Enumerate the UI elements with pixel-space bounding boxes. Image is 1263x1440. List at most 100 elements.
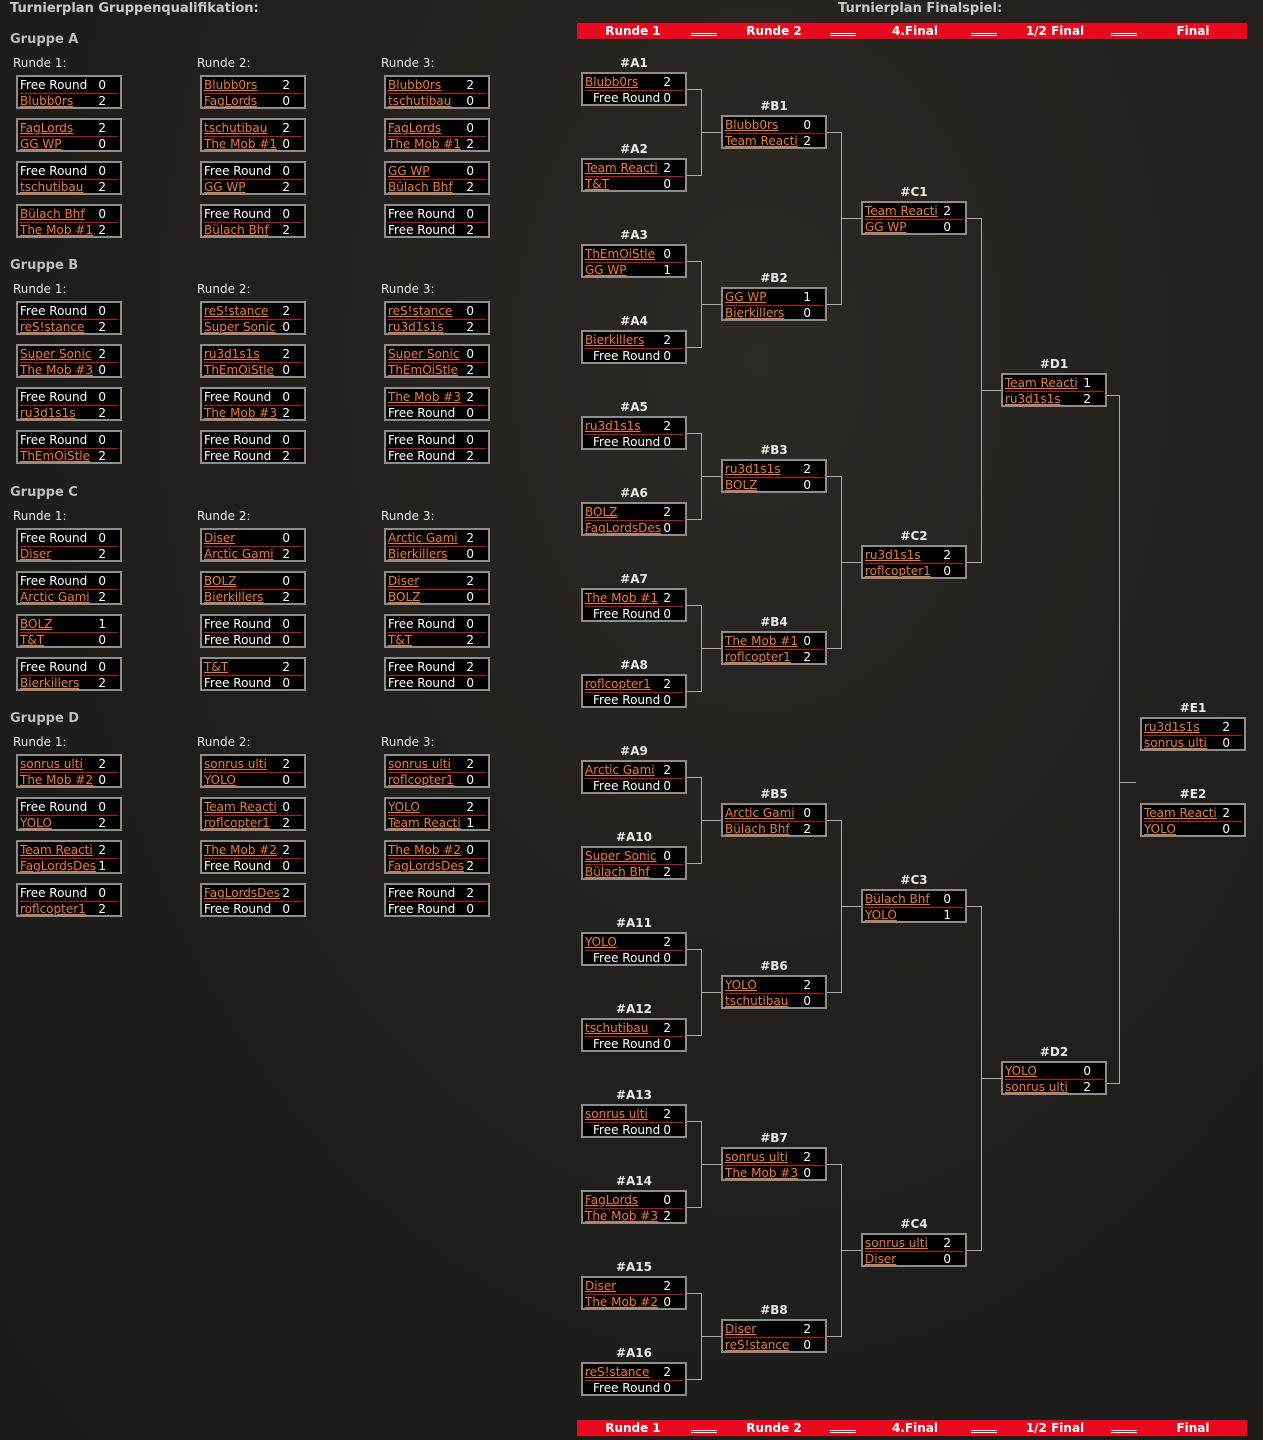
team-link[interactable]: BOLZ bbox=[585, 505, 618, 519]
team-link[interactable]: GG WP bbox=[204, 180, 246, 194]
team-link[interactable]: ThEmOiStle bbox=[204, 363, 275, 377]
team-link[interactable]: The Mob #1 bbox=[585, 591, 658, 605]
team-link[interactable]: sonrus ulti bbox=[725, 1150, 788, 1164]
team-link[interactable]: Diser bbox=[20, 547, 52, 561]
team-link[interactable]: reS!stance bbox=[585, 1365, 650, 1379]
team-link[interactable]: GG WP bbox=[20, 137, 62, 151]
team-link[interactable]: Arctic Gami bbox=[388, 531, 458, 545]
team-link[interactable]: T&T bbox=[585, 177, 610, 191]
team-link[interactable]: Blubb0rs bbox=[20, 94, 74, 108]
team-link[interactable]: Team Reacti bbox=[204, 800, 277, 814]
team-link[interactable]: Blubb0rs bbox=[725, 118, 779, 132]
team-link[interactable]: YOLO bbox=[388, 800, 420, 814]
team-link[interactable]: Team Reacti bbox=[388, 816, 461, 830]
team-link[interactable]: Super Sonic bbox=[388, 347, 460, 361]
team-link[interactable]: The Mob #1 bbox=[388, 137, 461, 151]
team-link[interactable]: YOLO bbox=[1144, 822, 1176, 836]
team-link[interactable]: Arctic Gami bbox=[20, 590, 90, 604]
team-link[interactable]: Super Sonic bbox=[585, 849, 657, 863]
team-link[interactable]: Diser bbox=[865, 1252, 897, 1266]
team-link[interactable]: sonrus ulti bbox=[865, 1236, 928, 1250]
team-link[interactable]: GG WP bbox=[585, 263, 627, 277]
team-link[interactable]: Arctic Gami bbox=[585, 763, 655, 777]
team-link[interactable]: Bierkillers bbox=[388, 547, 448, 561]
team-link[interactable]: ru3d1s1s bbox=[865, 548, 921, 562]
team-link[interactable]: FagLords bbox=[20, 121, 74, 135]
team-link[interactable]: FagLordsDes bbox=[204, 886, 281, 900]
team-link[interactable]: Super Sonic bbox=[204, 320, 276, 334]
team-link[interactable]: reS!stance bbox=[725, 1338, 790, 1352]
team-link[interactable]: GG WP bbox=[388, 164, 430, 178]
team-link[interactable]: sonrus ulti bbox=[1144, 736, 1207, 750]
team-link[interactable]: sonrus ulti bbox=[1005, 1080, 1068, 1094]
team-link[interactable]: ThEmOiStle bbox=[585, 247, 656, 261]
team-link[interactable]: tschutibau bbox=[20, 180, 84, 194]
team-link[interactable]: The Mob #1 bbox=[20, 223, 93, 237]
team-link[interactable]: Arctic Gami bbox=[725, 806, 795, 820]
team-link[interactable]: tschutibau bbox=[204, 121, 268, 135]
team-link[interactable]: YOLO bbox=[1005, 1064, 1037, 1078]
team-link[interactable]: roflcopter1 bbox=[865, 564, 931, 578]
team-link[interactable]: Blubb0rs bbox=[585, 75, 639, 89]
team-link[interactable]: T&T bbox=[20, 633, 45, 647]
team-link[interactable]: The Mob #2 bbox=[204, 843, 277, 857]
team-link[interactable]: Team Reacti bbox=[1144, 806, 1217, 820]
team-link[interactable]: Arctic Gami bbox=[204, 547, 274, 561]
team-link[interactable]: The Mob #3 bbox=[585, 1209, 658, 1223]
team-link[interactable]: FagLordsDes bbox=[585, 521, 662, 535]
team-link[interactable]: Team Reacti bbox=[865, 204, 938, 218]
team-link[interactable]: Bülach Bhf bbox=[388, 180, 453, 194]
team-link[interactable]: Blubb0rs bbox=[388, 78, 442, 92]
team-link[interactable]: sonrus ulti bbox=[585, 1107, 648, 1121]
team-link[interactable]: ru3d1s1s bbox=[204, 347, 260, 361]
team-link[interactable]: Diser bbox=[204, 531, 236, 545]
team-link[interactable]: YOLO bbox=[725, 978, 757, 992]
team-link[interactable]: ru3d1s1s bbox=[725, 462, 781, 476]
team-link[interactable]: roflcopter1 bbox=[20, 902, 86, 916]
team-link[interactable]: ru3d1s1s bbox=[1144, 720, 1200, 734]
team-link[interactable]: Team Reacti bbox=[1005, 376, 1078, 390]
team-link[interactable]: FagLords bbox=[585, 1193, 639, 1207]
team-link[interactable]: Team Reacti bbox=[725, 134, 798, 148]
team-link[interactable]: ru3d1s1s bbox=[20, 406, 76, 420]
team-link[interactable]: The Mob #1 bbox=[204, 137, 277, 151]
team-link[interactable]: reS!stance bbox=[204, 304, 269, 318]
team-link[interactable]: Bülach Bhf bbox=[865, 892, 930, 906]
team-link[interactable]: T&T bbox=[204, 660, 229, 674]
team-link[interactable]: sonrus ulti bbox=[20, 757, 83, 771]
team-link[interactable]: Bierkillers bbox=[20, 676, 80, 690]
team-link[interactable]: Bierkillers bbox=[585, 333, 645, 347]
team-link[interactable]: Diser bbox=[585, 1279, 617, 1293]
team-link[interactable]: YOLO bbox=[865, 908, 897, 922]
team-link[interactable]: reS!stance bbox=[20, 320, 85, 334]
team-link[interactable]: FagLordsDes bbox=[388, 859, 465, 873]
team-link[interactable]: Bülach Bhf bbox=[20, 207, 85, 221]
team-link[interactable]: The Mob #3 bbox=[20, 363, 93, 377]
team-link[interactable]: ThEmOiStle bbox=[20, 449, 91, 463]
team-link[interactable]: Bülach Bhf bbox=[725, 822, 790, 836]
team-link[interactable]: The Mob #2 bbox=[388, 843, 461, 857]
team-link[interactable]: BOLZ bbox=[725, 478, 758, 492]
team-link[interactable]: reS!stance bbox=[388, 304, 453, 318]
team-link[interactable]: FagLords bbox=[204, 94, 258, 108]
team-link[interactable]: Bierkillers bbox=[204, 590, 264, 604]
team-link[interactable]: GG WP bbox=[725, 290, 767, 304]
team-link[interactable]: YOLO bbox=[20, 816, 52, 830]
team-link[interactable]: The Mob #3 bbox=[388, 390, 461, 404]
team-link[interactable]: T&T bbox=[388, 633, 413, 647]
team-link[interactable]: FagLords bbox=[388, 121, 442, 135]
team-link[interactable]: The Mob #3 bbox=[204, 406, 277, 420]
team-link[interactable]: FagLordsDes bbox=[20, 859, 97, 873]
team-link[interactable]: Super Sonic bbox=[20, 347, 92, 361]
team-link[interactable]: The Mob #3 bbox=[725, 1166, 798, 1180]
team-link[interactable]: roflcopter1 bbox=[725, 650, 791, 664]
team-link[interactable]: roflcopter1 bbox=[204, 816, 270, 830]
team-link[interactable]: ThEmOiStle bbox=[388, 363, 459, 377]
team-link[interactable]: Bierkillers bbox=[725, 306, 785, 320]
team-link[interactable]: BOLZ bbox=[204, 574, 237, 588]
team-link[interactable]: tschutibau bbox=[725, 994, 789, 1008]
team-link[interactable]: tschutibau bbox=[388, 94, 452, 108]
team-link[interactable]: The Mob #2 bbox=[585, 1295, 658, 1309]
team-link[interactable]: YOLO bbox=[585, 935, 617, 949]
team-link[interactable]: ru3d1s1s bbox=[1005, 392, 1061, 406]
